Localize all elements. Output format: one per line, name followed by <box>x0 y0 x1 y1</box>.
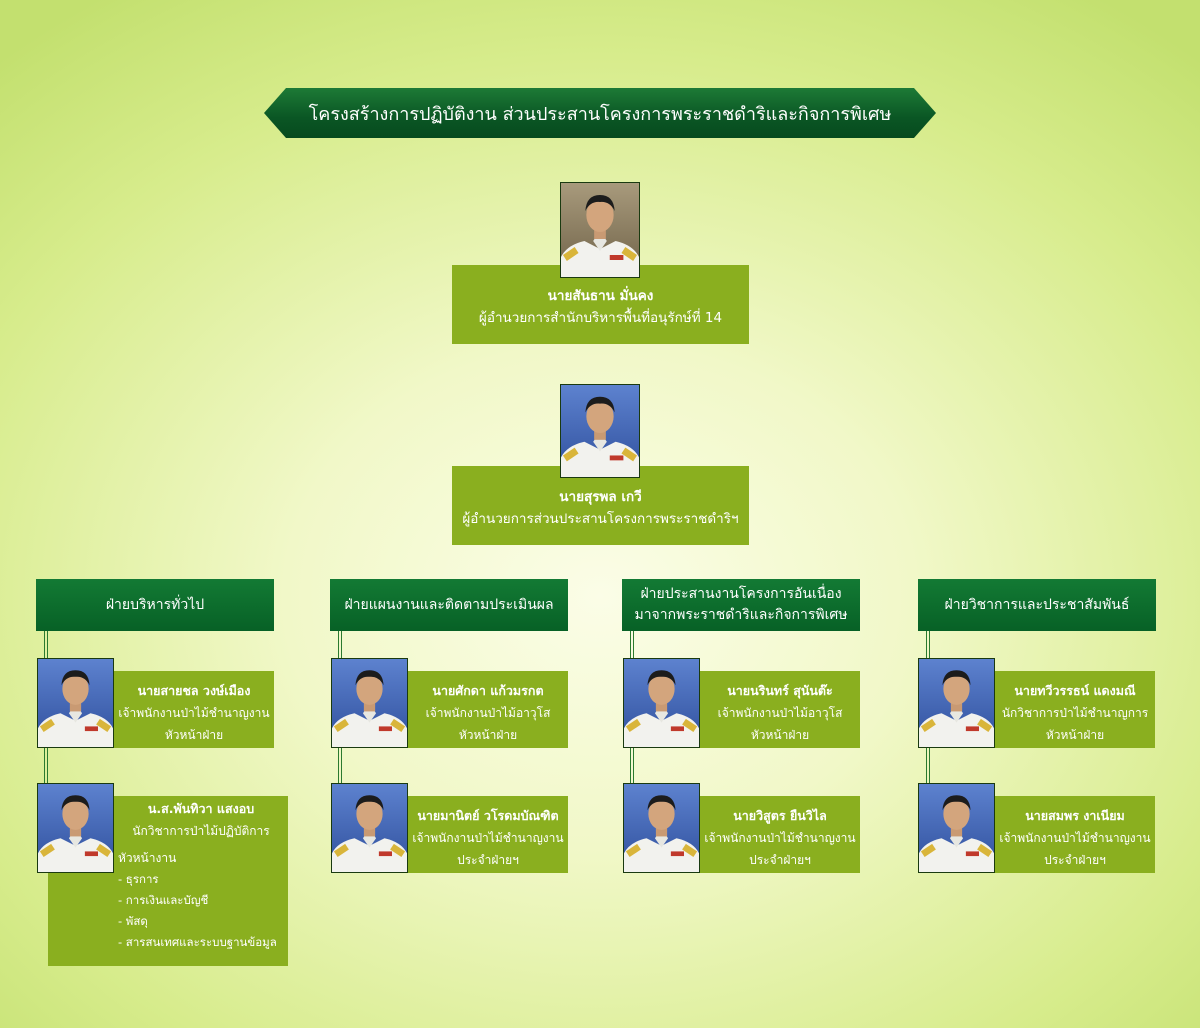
dept-header-academic-pr: ฝ่ายวิชาการและประชาสัมพันธ์ <box>918 579 1156 631</box>
person-name: นายนรินทร์ สุนันต๊ะ <box>727 683 833 698</box>
photo-person <box>37 783 114 873</box>
person-name: นายทวีวรรธน์ แดงมณี <box>1014 683 1136 698</box>
photo-person <box>37 658 114 748</box>
person-box: นายทวีวรรธน์ แดงมณี นักวิชาการป่าไม้ชำนา… <box>995 671 1155 748</box>
person-position: เจ้าพนักงานป่าไม้อาวุโส <box>717 706 843 720</box>
person-name: นายมานิตย์ วโรดมบัณฑิต <box>417 808 559 823</box>
dept-title-line: มาจากพระราชดำริและกิจการพิเศษ <box>634 607 848 623</box>
person-name: นายศักดา แก้วมรกต <box>432 683 544 698</box>
dept-header-royal-projects: ฝ่ายประสานงานโครงการอันเนื่อง มาจากพระรา… <box>622 579 860 631</box>
photo-person <box>918 783 995 873</box>
photo-person <box>331 658 408 748</box>
person-box: นายสมพร งาเนียม เจ้าพนักงานป่าไม้ชำนาญงา… <box>995 796 1155 873</box>
duty-item: - สารสนเทศและระบบฐานข้อมูล <box>118 935 277 949</box>
page-title: โครงสร้างการปฏิบัติงาน ส่วนประสานโครงการ… <box>308 103 892 125</box>
dept-title-line: ฝ่ายบริหารทั่วไป <box>105 596 205 613</box>
dept-header-general-admin: ฝ่ายบริหารทั่วไป <box>36 579 274 631</box>
person-position: เจ้าพนักงานป่าไม้ชำนาญงาน <box>412 831 564 845</box>
person-name: นายสายชล วงษ์เมือง <box>137 683 251 698</box>
dept-title-line: ฝ่ายแผนงานและติดตามประเมินผล <box>344 596 554 613</box>
title-banner: โครงสร้างการปฏิบัติงาน ส่วนประสานโครงการ… <box>264 88 936 138</box>
top-director-position: ผู้อำนวยการสำนักบริหารพื้นที่อนุรักษ์ที่… <box>478 310 723 326</box>
person-position: เจ้าพนักงานป่าไม้ชำนาญงาน <box>118 706 270 720</box>
duty-item: - การเงินและบัญชี <box>118 893 209 907</box>
person-name: นายวิสูตร ยืนวิไล <box>733 808 827 823</box>
photo-person <box>918 658 995 748</box>
person-role: ประจำฝ่ายฯ <box>749 853 811 867</box>
top-director-name: นายสันธาน มั่นคง <box>547 288 654 304</box>
person-name: น.ส.พันทิวา แสงอบ <box>147 801 255 816</box>
person-position: เจ้าพนักงานป่าไม้ชำนาญงาน <box>704 831 856 845</box>
person-box: นายมานิตย์ วโรดมบัณฑิต เจ้าพนักงานป่าไม้… <box>408 796 568 873</box>
person-role: ประจำฝ่ายฯ <box>1044 853 1106 867</box>
dept-header-planning: ฝ่ายแผนงานและติดตามประเมินผล <box>330 579 568 631</box>
person-box: นายนรินทร์ สุนันต๊ะ เจ้าพนักงานป่าไม้อาว… <box>700 671 860 748</box>
connector-line <box>44 631 48 871</box>
person-role: หัวหน้าฝ่าย <box>1045 728 1105 742</box>
dept-title-line: ฝ่ายประสานงานโครงการอันเนื่อง <box>640 586 842 602</box>
person-position: นักวิชาการป่าไม้ปฏิบัติการ <box>132 824 270 838</box>
section-director-box: นายสุรพล เกวี ผู้อำนวยการส่วนประสานโครงก… <box>452 466 749 545</box>
person-box: นายศักดา แก้วมรกต เจ้าพนักงานป่าไม้อาวุโ… <box>408 671 568 748</box>
photo-person <box>623 658 700 748</box>
photo-person <box>623 783 700 873</box>
person-role: ประจำฝ่ายฯ <box>457 853 519 867</box>
photo-person <box>331 783 408 873</box>
person-role: หัวหน้าฝ่าย <box>750 728 810 742</box>
person-role: หัวหน้างาน <box>118 851 177 865</box>
section-director-name: นายสุรพล เกวี <box>559 489 642 505</box>
top-director-box: นายสันธาน มั่นคง ผู้อำนวยการสำนักบริหารพ… <box>452 265 749 344</box>
person-role: หัวหน้าฝ่าย <box>164 728 224 742</box>
photo-top-director <box>560 182 640 278</box>
person-position: เจ้าพนักงานป่าไม้ชำนาญงาน <box>999 831 1151 845</box>
person-role: หัวหน้าฝ่าย <box>458 728 518 742</box>
person-position: นักวิชาการป่าไม้ชำนาญการ <box>1001 706 1149 720</box>
duty-item: - ธุรการ <box>118 872 159 886</box>
person-box: นายวิสูตร ยืนวิไล เจ้าพนักงานป่าไม้ชำนาญ… <box>700 796 860 873</box>
photo-section-director <box>560 384 640 478</box>
duty-item: - พัสดุ <box>118 914 148 928</box>
dept-title-line: ฝ่ายวิชาการและประชาสัมพันธ์ <box>944 596 1130 613</box>
person-box: นายสายชล วงษ์เมือง เจ้าพนักงานป่าไม้ชำนา… <box>114 671 274 748</box>
person-position: เจ้าพนักงานป่าไม้อาวุโส <box>425 706 551 720</box>
section-director-position: ผู้อำนวยการส่วนประสานโครงการพระราชดำริฯ <box>462 511 739 527</box>
person-name: นายสมพร งาเนียม <box>1025 808 1125 823</box>
